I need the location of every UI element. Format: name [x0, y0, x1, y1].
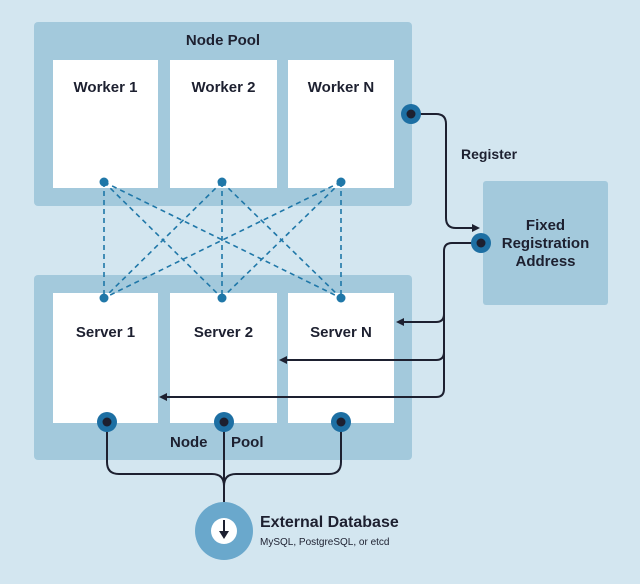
- arrow-to-server-2: [279, 300, 445, 364]
- register-label: Register: [461, 146, 518, 162]
- fixed-registration-address-box[interactable]: Fixed Registration Address: [483, 181, 608, 305]
- server-n-card[interactable]: Server N: [288, 293, 394, 423]
- external-database-title: External Database: [260, 514, 399, 531]
- server-n-label: Server N: [310, 324, 372, 341]
- top-node-pool-title: Node Pool: [185, 32, 261, 49]
- server-2-label: Server 2: [193, 324, 254, 341]
- fixed-line-2: Registration: [501, 235, 590, 252]
- worker-2-dot: [217, 177, 227, 187]
- server-1-label: Server 1: [75, 324, 136, 341]
- arrow-to-server-n: [396, 242, 481, 326]
- mesh-wn-s1: [103, 181, 342, 299]
- server-1-card[interactable]: Server 1: [53, 293, 158, 423]
- mesh-w1-sn: [103, 181, 342, 299]
- fixed-line-3: Address: [515, 253, 576, 270]
- server-2-card[interactable]: Server 2: [170, 293, 277, 423]
- mesh-dots: [99, 177, 346, 303]
- worker-n-label: Worker N: [307, 79, 375, 96]
- worker-2-card[interactable]: Worker 2: [170, 60, 277, 188]
- worker-1-dot: [99, 177, 109, 187]
- dashed-mesh: [103, 181, 342, 299]
- worker-n-dot: [336, 177, 346, 187]
- worker-1-label: Worker 1: [73, 79, 138, 96]
- fixed-line-1: Fixed: [525, 217, 566, 234]
- connector-server-1: [97, 412, 117, 432]
- worker-1-card[interactable]: Worker 1: [53, 60, 158, 188]
- external-database-subtitle: MySQL, PostgreSQL, or etcd: [260, 537, 390, 548]
- connector-server-2: [214, 412, 234, 432]
- connector-server-n: [331, 412, 351, 432]
- server-1-dot: [99, 293, 109, 303]
- bottom-node-pool-title-right: Pool: [231, 434, 264, 451]
- server-n-dot: [336, 293, 346, 303]
- line-server-n-db: [223, 422, 342, 487]
- database-icon: [195, 502, 253, 560]
- fixed-to-servers-arrows: [159, 242, 481, 401]
- worker-n-card[interactable]: Worker N: [288, 60, 394, 188]
- connector-worker-pool: [401, 104, 421, 124]
- mesh-w2-s1: [103, 181, 223, 299]
- mesh-wn-s2: [221, 181, 342, 299]
- server-2-dot: [217, 293, 227, 303]
- register-arrow: [412, 113, 480, 232]
- fixed-registration-address-label: Fixed Registration Address: [483, 217, 608, 271]
- bottom-node-pool-title-left: Node: [170, 434, 208, 451]
- worker-2-label: Worker 2: [191, 79, 256, 96]
- connector-fixed-address: [471, 233, 491, 253]
- arrow-to-server-1: [159, 340, 445, 401]
